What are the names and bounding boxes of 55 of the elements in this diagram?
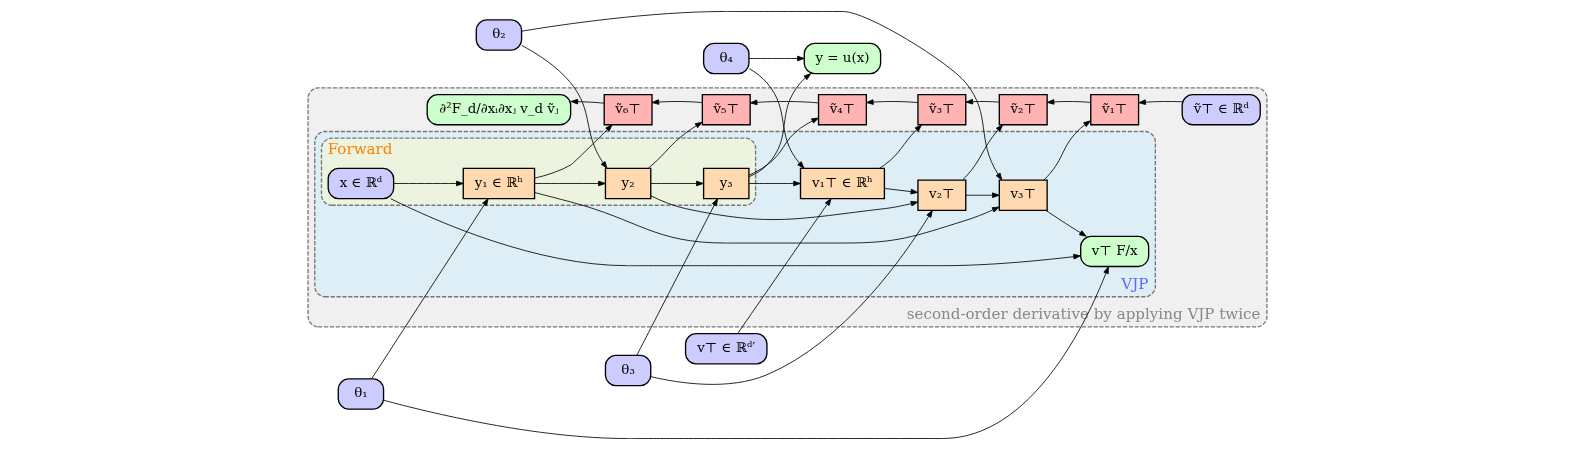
arrow (650, 210, 933, 385)
arrow (534, 180, 606, 187)
arrow (884, 188, 919, 195)
arrow (521, 45, 608, 169)
arrow (521, 11, 1003, 181)
arrow (393, 180, 464, 187)
node-box: v₃⊤ (998, 179, 1048, 211)
node-box: θ₂ (475, 19, 523, 51)
node-box: y₃ (702, 167, 750, 200)
node-box: v⊤ F/x (1080, 235, 1150, 268)
arrow (570, 98, 605, 105)
arrow (748, 73, 812, 178)
arrow (534, 192, 1000, 244)
node-box: ṽ₄⊤ (817, 93, 868, 126)
arrow (636, 198, 718, 356)
arrow (647, 121, 703, 169)
arrow (390, 198, 1081, 267)
node-box: v⊤ ∈ ℝᵈ′ (684, 332, 768, 365)
arrow (371, 198, 489, 380)
node-box: y = u(x) (803, 42, 882, 75)
arrow (1043, 120, 1091, 181)
node-box: v₁⊤ ∈ ℝʰ (799, 167, 886, 200)
arrow (879, 124, 922, 169)
arrow (965, 98, 1000, 105)
node-box: ṽ⊤ ∈ ℝᵈ (1181, 93, 1261, 126)
arrow (748, 68, 805, 169)
node-box: ṽ₃⊤ (917, 93, 967, 126)
arrow (534, 124, 613, 179)
node-box: θ₄ (702, 42, 750, 75)
arrow (748, 55, 805, 62)
arrow (1046, 99, 1091, 105)
arrow (737, 198, 832, 334)
node-box: ∂²F_d/∂xᵢ∂xⱼ v_d ṽⱼ (426, 93, 572, 126)
arrow (650, 195, 919, 220)
arrow (962, 124, 1004, 181)
arrow (748, 117, 819, 176)
node-box: θ₁ (337, 378, 385, 410)
node-box: x ∈ ℝᵈ (327, 167, 395, 200)
node-box: θ₃ (604, 354, 652, 387)
node-box: ṽ₁⊤ (1090, 93, 1140, 126)
arrow (866, 99, 919, 105)
arrow (651, 99, 703, 105)
node-box: ṽ₅⊤ (701, 93, 751, 126)
node-box: v₂⊤ (917, 179, 967, 211)
node-box: ṽ₂⊤ (998, 93, 1048, 126)
node-box: y₁ ∈ ℝʰ (462, 167, 536, 200)
arrow (965, 192, 1000, 198)
arrow (650, 180, 704, 187)
arrow (383, 266, 1109, 439)
node-box: ṽ₆⊤ (603, 93, 653, 126)
arrow (748, 180, 801, 187)
arrow (1138, 99, 1183, 105)
arrow (1045, 209, 1087, 237)
arrow (749, 99, 819, 106)
node-box: y₂ (604, 167, 652, 200)
